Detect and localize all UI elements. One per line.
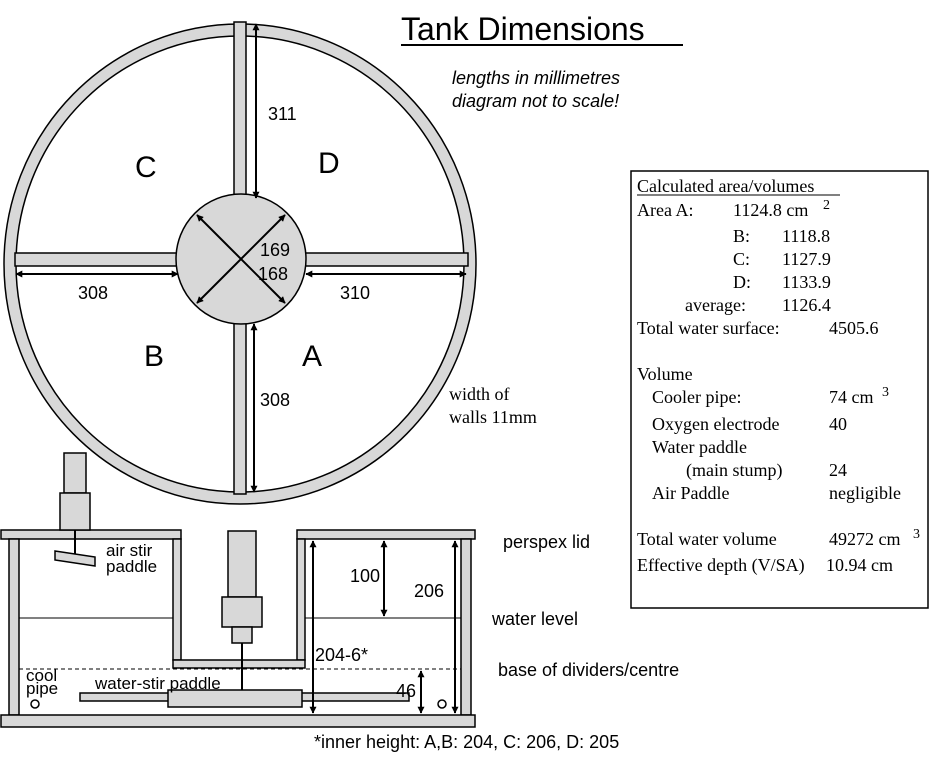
perspex-lid-right xyxy=(296,529,476,540)
air-stir-blade xyxy=(54,550,96,567)
calc-d-value: 1133.9 xyxy=(782,272,831,292)
divider-top xyxy=(233,21,247,203)
divider-bottom xyxy=(233,319,247,495)
dim-label-top-divider: 311 xyxy=(268,104,297,124)
centre-diameter-label-1: 169 xyxy=(260,240,290,260)
calc-b-value: 1118.8 xyxy=(782,226,830,246)
note-scale: diagram not to scale! xyxy=(452,91,619,111)
calc-area-unit-exp: 2 xyxy=(823,198,830,213)
calc-cooler-value: 74 cm xyxy=(829,387,874,407)
calc-air-label: Air Paddle xyxy=(652,483,729,503)
calc-air-value: negligible xyxy=(829,483,901,503)
dim-label-right-divider: 310 xyxy=(340,283,370,303)
note-units: lengths in millimetres xyxy=(452,68,620,88)
wall-width-line2: walls 11mm xyxy=(449,407,537,427)
calc-total-label: Total water volume xyxy=(637,529,777,549)
centre-diameter-arrow-2 xyxy=(196,214,286,304)
air-stir-label-line2: paddle xyxy=(106,557,157,576)
tank-base xyxy=(0,714,476,728)
calc-oxygen-value: 40 xyxy=(829,414,847,434)
outer-wall-right xyxy=(460,538,472,716)
water-stir-label: water-stir paddle xyxy=(94,674,221,693)
dim-label-base-height: 46 xyxy=(396,681,416,701)
wall-width-line1: width of xyxy=(449,384,510,404)
calc-total-unit-exp: 3 xyxy=(913,527,920,542)
calc-average-label: average: xyxy=(685,295,746,315)
calc-surface-label: Total water surface: xyxy=(637,318,780,338)
cool-pipe-label-line1: cool xyxy=(26,666,57,685)
calc-paddle-label: Water paddle xyxy=(652,437,747,457)
centre-diameter-label-2: 168 xyxy=(258,264,288,284)
quadrant-label-a: A xyxy=(302,340,322,373)
calc-d-label: D: xyxy=(733,272,751,292)
centre-column-side-left xyxy=(172,538,182,661)
water-stir-paddle-hub xyxy=(167,689,303,708)
perspex-lid-left xyxy=(0,529,182,540)
calc-depth-value: 10.94 cm xyxy=(826,555,893,575)
calculations-box: Calculated area/volumes Area A: 1124.8 c… xyxy=(630,170,929,609)
dim-label-left-divider: 308 xyxy=(78,283,108,303)
calc-heading: Calculated area/volumes xyxy=(637,176,814,196)
air-stir-motor-body xyxy=(59,492,91,531)
cool-pipe-right xyxy=(437,699,447,709)
calc-cooler-unit-exp: 3 xyxy=(882,385,889,400)
centre-column-side-right xyxy=(296,538,306,661)
label-base-of-dividers: base of dividers/centre xyxy=(498,660,679,680)
calc-oxygen-label: Oxygen electrode xyxy=(652,414,779,434)
calc-volume-heading: Volume xyxy=(637,364,693,384)
calc-surface-value: 4505.6 xyxy=(829,318,879,338)
air-stir-label-line1: air stir xyxy=(106,541,153,560)
cool-pipe-left xyxy=(30,699,40,709)
divider-right xyxy=(301,252,469,267)
dim-label-lid-to-water: 100 xyxy=(350,566,380,586)
centre-column-bottom xyxy=(172,659,306,669)
footnote-inner-height: *inner height: A,B: 204, C: 206, D: 205 xyxy=(314,732,619,752)
calc-area-a-value: 1124.8 cm xyxy=(733,200,808,220)
dim-label-bottom-divider: 308 xyxy=(260,390,290,410)
dim-label-divider-height: 204-6* xyxy=(315,645,368,665)
calc-cooler-label: Cooler pipe: xyxy=(652,387,741,407)
divider-left xyxy=(14,252,181,267)
dim-label-inner-height: 206 xyxy=(414,581,444,601)
water-stir-motor-top xyxy=(227,530,257,598)
quadrant-label-c: C xyxy=(135,151,157,184)
quadrant-label-d: D xyxy=(318,147,340,180)
calc-depth-label: Effective depth (V/SA) xyxy=(637,555,805,576)
cool-pipe-label-line2: pipe xyxy=(26,679,58,698)
calc-stump-label: (main stump) xyxy=(686,460,783,481)
quadrant-label-b: B xyxy=(144,340,164,373)
calc-stump-value: 24 xyxy=(829,460,847,480)
calc-b-label: B: xyxy=(733,226,750,246)
calc-c-value: 1127.9 xyxy=(782,249,831,269)
tank-side-view: air stir paddle water-stir paddle cool p… xyxy=(0,452,679,752)
air-stir-motor xyxy=(63,452,87,494)
label-perspex-lid: perspex lid xyxy=(503,532,590,552)
calc-average-value: 1126.4 xyxy=(782,295,831,315)
tank-top-view: 169 168 311 308 310 308 C D B A width of… xyxy=(3,21,537,505)
water-stir-coupling xyxy=(231,626,253,644)
outer-wall-left xyxy=(8,538,20,716)
calc-area-label: Area A: xyxy=(637,200,693,220)
calc-total-value: 49272 cm xyxy=(829,529,901,549)
diagram-title: Tank Dimensions xyxy=(401,11,645,47)
water-stir-motor-body xyxy=(221,596,263,628)
calc-c-label: C: xyxy=(733,249,750,269)
label-water-level: water level xyxy=(491,609,578,629)
calculations-frame xyxy=(630,170,929,609)
